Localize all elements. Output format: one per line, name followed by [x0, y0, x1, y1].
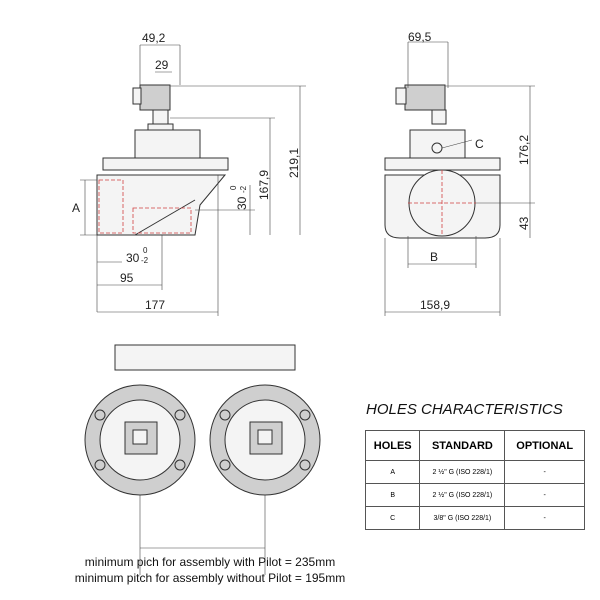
hole-b-label: B: [430, 250, 438, 264]
cell-optional: -: [504, 506, 585, 530]
valve-top-right: [209, 384, 321, 496]
hole-c-label: C: [475, 137, 484, 151]
coil-connector: [132, 87, 142, 105]
tolerance-up: 0: [143, 246, 148, 255]
dim-176-2: 176,2: [517, 135, 531, 165]
col-standard: STANDARD: [419, 430, 506, 461]
holes-table-title: HOLES CHARACTERISTICS: [366, 401, 563, 418]
dim-219-1: 219,1: [287, 148, 301, 178]
dim-167-9: 167,9: [257, 170, 271, 200]
dim-158-9: 158,9: [420, 298, 450, 312]
note-with-pilot: minimum pich for assembly with Pilot = 2…: [84, 555, 336, 569]
side-view: 49,2 29 219,1 167,9 30 0 -2 A 30 0 -2 95…: [72, 31, 306, 316]
cell-optional: -: [504, 460, 585, 484]
cell-standard: 2 ½" G (ISO 228/1): [419, 483, 506, 507]
tolerance-low: -2: [239, 185, 248, 193]
pilot-stem: [152, 109, 169, 125]
dim-43: 43: [517, 216, 531, 230]
col-optional: OPTIONAL: [504, 430, 585, 461]
tolerance-low: -2: [141, 256, 149, 265]
valve-top-left: [84, 384, 196, 496]
note-without-pilot: minimum pitch for assembly without Pilot…: [74, 571, 346, 585]
col-holes: HOLES: [364, 430, 421, 461]
valve-flange: [102, 157, 229, 171]
top-view-assembly: [84, 344, 321, 575]
dim-30-vertical: 30: [235, 196, 249, 210]
dim-30-horizontal: 30: [126, 251, 140, 265]
valve-bonnet: [134, 129, 201, 159]
cell-hole: A: [364, 460, 421, 484]
cell-hole: C: [364, 506, 421, 530]
pilot-coil: [139, 84, 171, 111]
front-view: 69,5 176,2 43 C B 158,9: [384, 30, 535, 316]
dim-29: 29: [155, 58, 169, 72]
dim-95: 95: [120, 271, 134, 285]
dim-177: 177: [145, 298, 165, 312]
pilot-coil: [404, 84, 446, 111]
cell-hole: B: [364, 483, 421, 507]
cell-optional: -: [504, 483, 585, 507]
dim-69-5: 69,5: [408, 30, 432, 44]
dim-49-2: 49,2: [142, 31, 166, 45]
hole-a-label: A: [72, 201, 80, 215]
cell-standard: 3/8" G (ISO 228/1): [419, 506, 506, 530]
valve-body: [96, 174, 227, 236]
cell-standard: 2 ½" G (ISO 228/1): [419, 460, 506, 484]
table-header-row: HOLES STANDARD OPTIONAL: [364, 430, 585, 461]
tolerance-up: 0: [229, 185, 238, 190]
